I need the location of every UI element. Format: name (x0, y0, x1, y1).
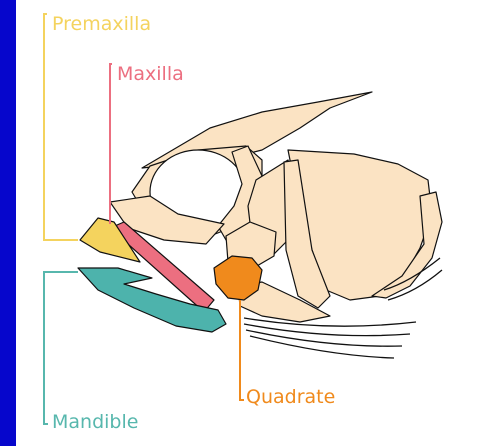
quadrate-label: Quadrate (246, 387, 335, 407)
premaxilla-label: Premaxilla (52, 14, 151, 34)
premaxilla-leader (44, 14, 78, 240)
maxilla-label: Maxilla (117, 64, 184, 84)
quadrate-leader (240, 300, 244, 400)
mandible-label: Mandible (52, 412, 138, 432)
maxilla-leader (110, 64, 112, 224)
mandible-leader (44, 272, 78, 424)
